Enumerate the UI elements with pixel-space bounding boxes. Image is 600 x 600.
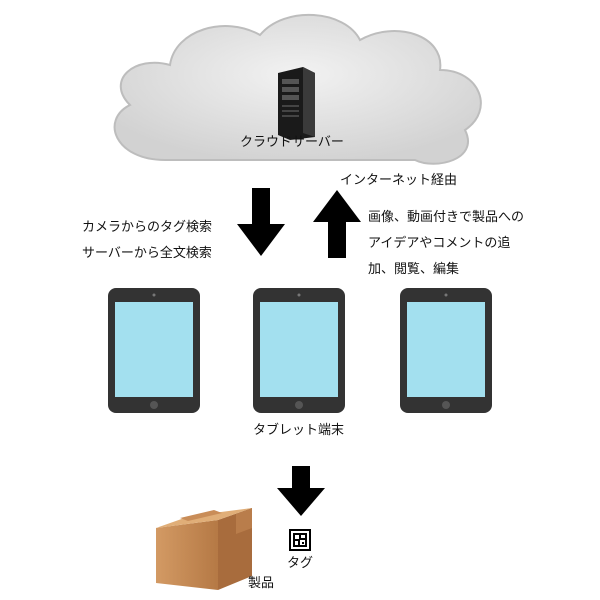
tablet-2 [253,288,345,413]
right-note-line-3: 加、閲覧、編集 [368,262,460,277]
arrow-up-icon [313,190,361,258]
cloud: クラウドサーバー [95,10,505,170]
tablet-1 [108,288,200,413]
right-note-line-1: 画像、動画付きで製品への [368,210,525,225]
network-label: インターネット経由 [340,173,458,188]
tablet-3 [400,288,492,413]
arrow-down-icon [237,188,285,256]
right-note-line-2: アイデアやコメントの追 [368,236,511,251]
left-note-tag-search: カメラからのタグ検索 [82,220,213,235]
arrow-down-small-icon [277,466,325,516]
left-note-fulltext-search: サーバーから全文検索 [82,246,212,261]
product-box-icon [156,508,252,590]
tablet-label: タブレット端末 [253,423,345,438]
product-label: 製品 [248,576,275,591]
tag-label: タグ [287,556,314,571]
tag-code-icon [289,529,311,551]
cloud-server-label: クラウドサーバー [240,135,344,150]
server-icon [278,67,315,140]
